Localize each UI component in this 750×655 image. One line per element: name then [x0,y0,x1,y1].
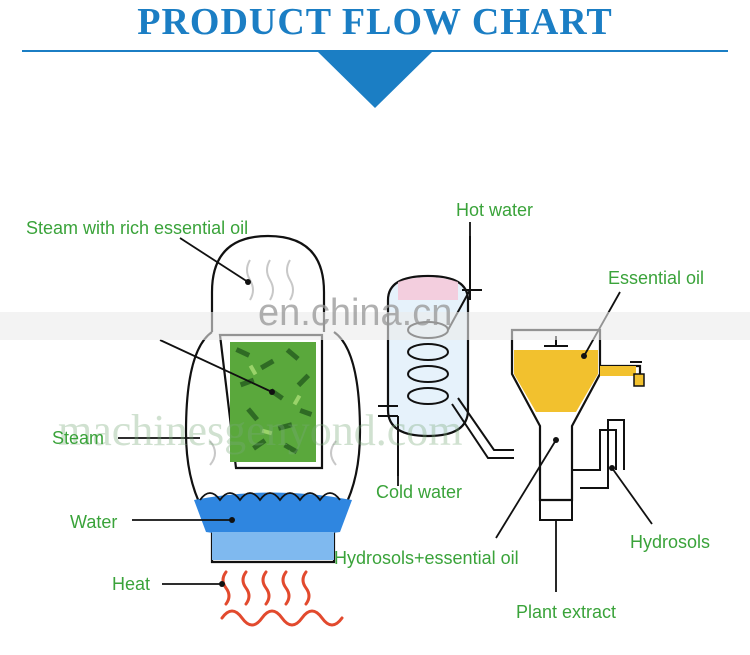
condenser-tank [386,274,470,438]
label-hydrosols-essential-oil: Hydrosols+essential oil [334,548,519,568]
label-plant-extract: Plant extract [516,602,617,622]
title-divider [22,50,728,52]
label-hot-water: Hot water [456,200,534,220]
label-steam: Steam [52,428,105,448]
page-title: PRODUCT FLOW CHART [137,1,613,43]
label-essential-oil: Essential oil [608,268,705,288]
label-hydrosols: Hydrosols [630,532,711,552]
oil-separator [510,328,602,521]
title-pointer [318,52,432,108]
condensate-pipe [451,397,514,459]
herb-basket [218,333,324,470]
label-cold-water: Cold water [376,482,463,502]
watermark-band [0,312,750,340]
oil-tap [600,361,645,387]
water-pipes [378,236,482,476]
left-leader-lines [118,237,273,585]
heat-flames [220,570,344,627]
hydrosol-pipe [572,419,625,489]
label-steam-rich-oil: Steam with rich essential oil [26,218,249,238]
label-water: Water [70,512,118,532]
right-leader-dots [553,353,615,471]
label-heat: Heat [112,574,151,594]
boiling-water [194,492,352,560]
leader-dots [219,279,275,587]
